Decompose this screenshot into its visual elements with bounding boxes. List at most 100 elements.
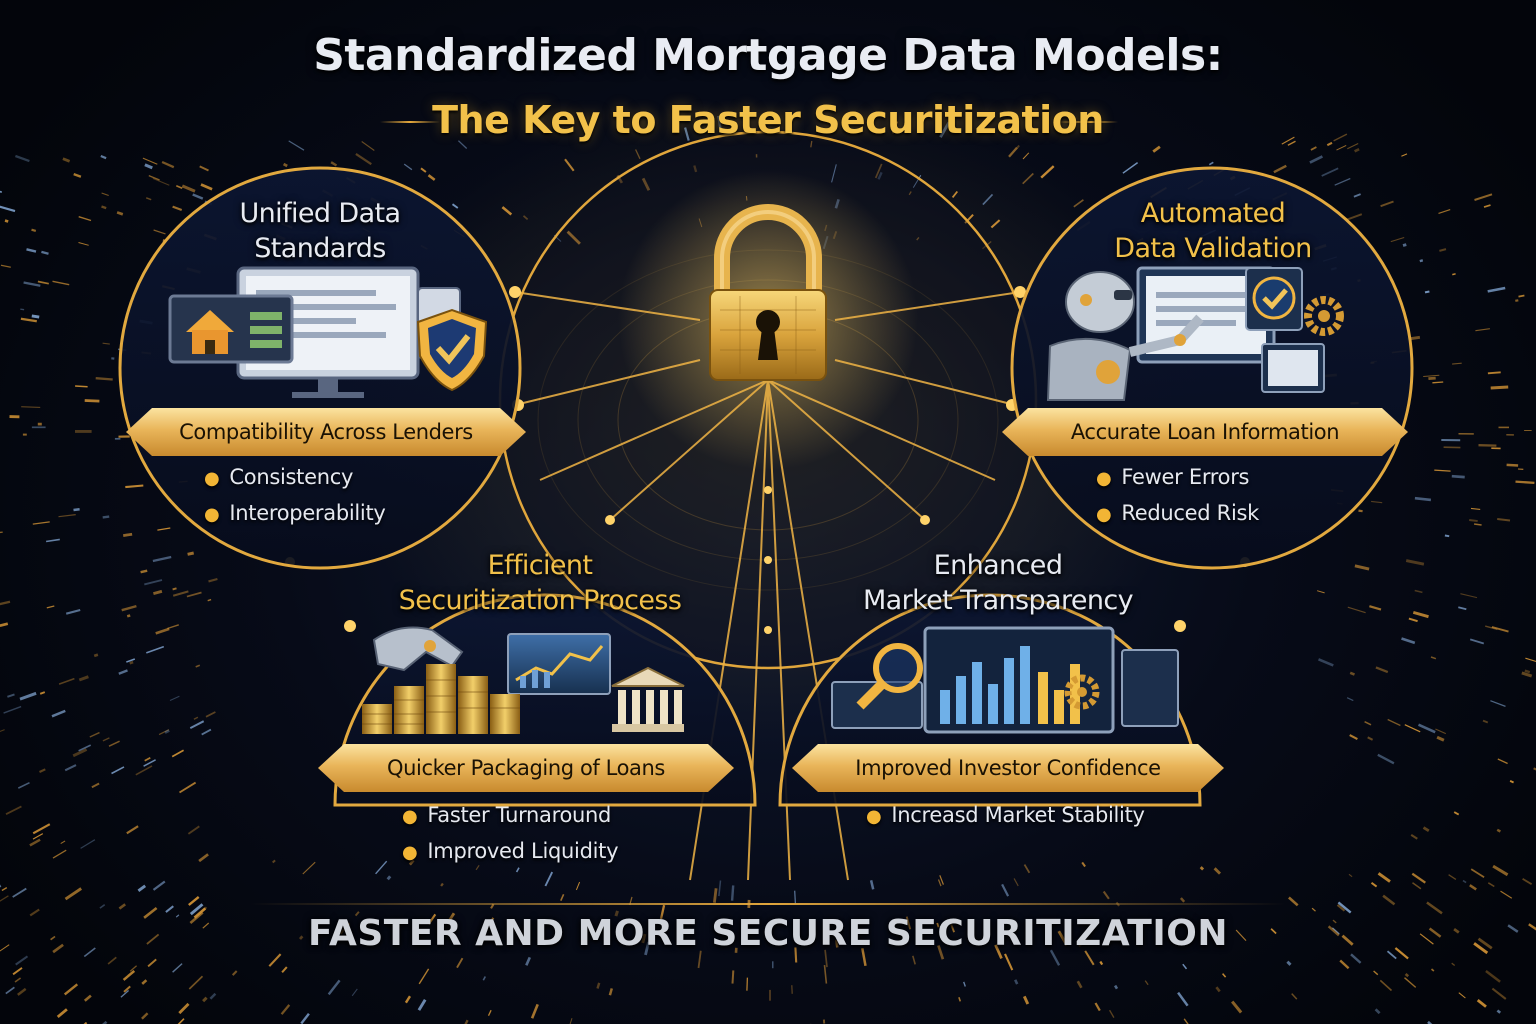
city-light — [83, 947, 96, 958]
city-light — [1309, 155, 1323, 164]
city-light — [1402, 243, 1407, 247]
gear-icon-2 — [1064, 674, 1100, 710]
bank-icon — [611, 666, 685, 732]
panel-banner: Accurate Loan Information — [1002, 408, 1408, 456]
city-light — [936, 922, 940, 928]
heading-line-1: Unified Data — [239, 198, 402, 229]
city-light — [912, 174, 922, 188]
city-light — [530, 1003, 539, 1019]
city-light — [129, 660, 134, 665]
city-light — [404, 995, 412, 1004]
city-light — [72, 748, 88, 758]
city-light — [29, 838, 41, 847]
city-light — [209, 992, 217, 1000]
city-light — [1350, 953, 1362, 964]
city-light — [78, 216, 92, 222]
city-light — [122, 969, 136, 981]
city-light — [95, 377, 113, 381]
city-light — [614, 910, 619, 917]
city-light — [172, 587, 177, 591]
city-light — [1321, 167, 1339, 177]
city-light — [1347, 606, 1366, 614]
city-light — [172, 205, 183, 212]
city-light — [456, 957, 464, 969]
city-light — [52, 849, 67, 859]
city-light — [1231, 1000, 1243, 1014]
city-light — [164, 729, 170, 734]
city-light — [418, 968, 430, 985]
city-light — [1337, 901, 1352, 914]
city-light — [1438, 209, 1451, 214]
city-light — [1288, 896, 1299, 907]
city-light — [0, 729, 5, 733]
city-light — [207, 598, 212, 602]
city-light — [15, 154, 30, 163]
city-light — [12, 887, 27, 898]
city-light — [123, 985, 131, 993]
city-light — [1405, 559, 1425, 566]
city-light — [46, 605, 55, 609]
city-light — [147, 958, 157, 968]
city-light — [161, 160, 175, 169]
city-light — [1515, 299, 1519, 302]
city-light — [202, 922, 210, 929]
city-light — [193, 907, 207, 919]
city-light — [794, 947, 798, 963]
city-light — [1073, 199, 1084, 208]
city-light — [1412, 882, 1422, 890]
city-light — [1430, 968, 1435, 972]
city-light — [101, 192, 109, 197]
city-light — [0, 944, 10, 952]
city-light — [189, 903, 204, 916]
city-light — [1076, 980, 1083, 989]
city-light — [1348, 873, 1353, 878]
city-light — [80, 839, 96, 849]
city-light — [135, 765, 153, 776]
city-light — [420, 167, 427, 173]
city-light — [32, 521, 50, 525]
city-light — [1386, 950, 1397, 960]
city-light — [1428, 376, 1436, 380]
robot-icon — [1046, 271, 1204, 401]
bullet-list: ●Consistency ●Interoperability — [204, 460, 386, 532]
city-light — [831, 164, 837, 183]
city-light — [5, 805, 22, 816]
city-light — [1183, 1018, 1189, 1024]
city-light — [143, 906, 158, 919]
city-light — [1179, 897, 1186, 903]
city-light — [1014, 979, 1019, 985]
city-light — [186, 591, 202, 598]
city-light — [1491, 626, 1509, 633]
city-light — [713, 888, 718, 903]
city-light — [641, 933, 647, 944]
city-light — [482, 976, 487, 981]
city-light — [142, 157, 158, 165]
city-light — [1509, 780, 1514, 784]
city-light — [146, 933, 160, 945]
city-light — [1013, 878, 1019, 887]
city-light — [108, 740, 120, 747]
city-light — [1408, 617, 1418, 623]
city-light — [746, 977, 749, 991]
city-light — [1487, 371, 1501, 375]
city-light — [1434, 469, 1451, 472]
city-light — [144, 163, 153, 170]
city-light — [198, 853, 209, 863]
bullet-list: ●Fewer Errors ●Reduced Risk — [1096, 460, 1259, 532]
city-light — [1496, 1009, 1502, 1014]
city-light — [501, 206, 513, 216]
city-light — [718, 880, 722, 897]
city-light — [446, 912, 456, 924]
city-light — [1040, 165, 1055, 179]
city-light — [126, 614, 131, 618]
city-light — [361, 141, 375, 151]
city-light — [152, 177, 170, 186]
bullet-dot-icon: ● — [1096, 468, 1112, 489]
city-light — [351, 988, 358, 997]
city-light — [189, 720, 205, 729]
city-light — [1476, 999, 1487, 1008]
city-light — [1023, 864, 1031, 874]
city-light — [564, 158, 575, 172]
city-light — [148, 174, 160, 181]
city-light — [684, 127, 690, 141]
